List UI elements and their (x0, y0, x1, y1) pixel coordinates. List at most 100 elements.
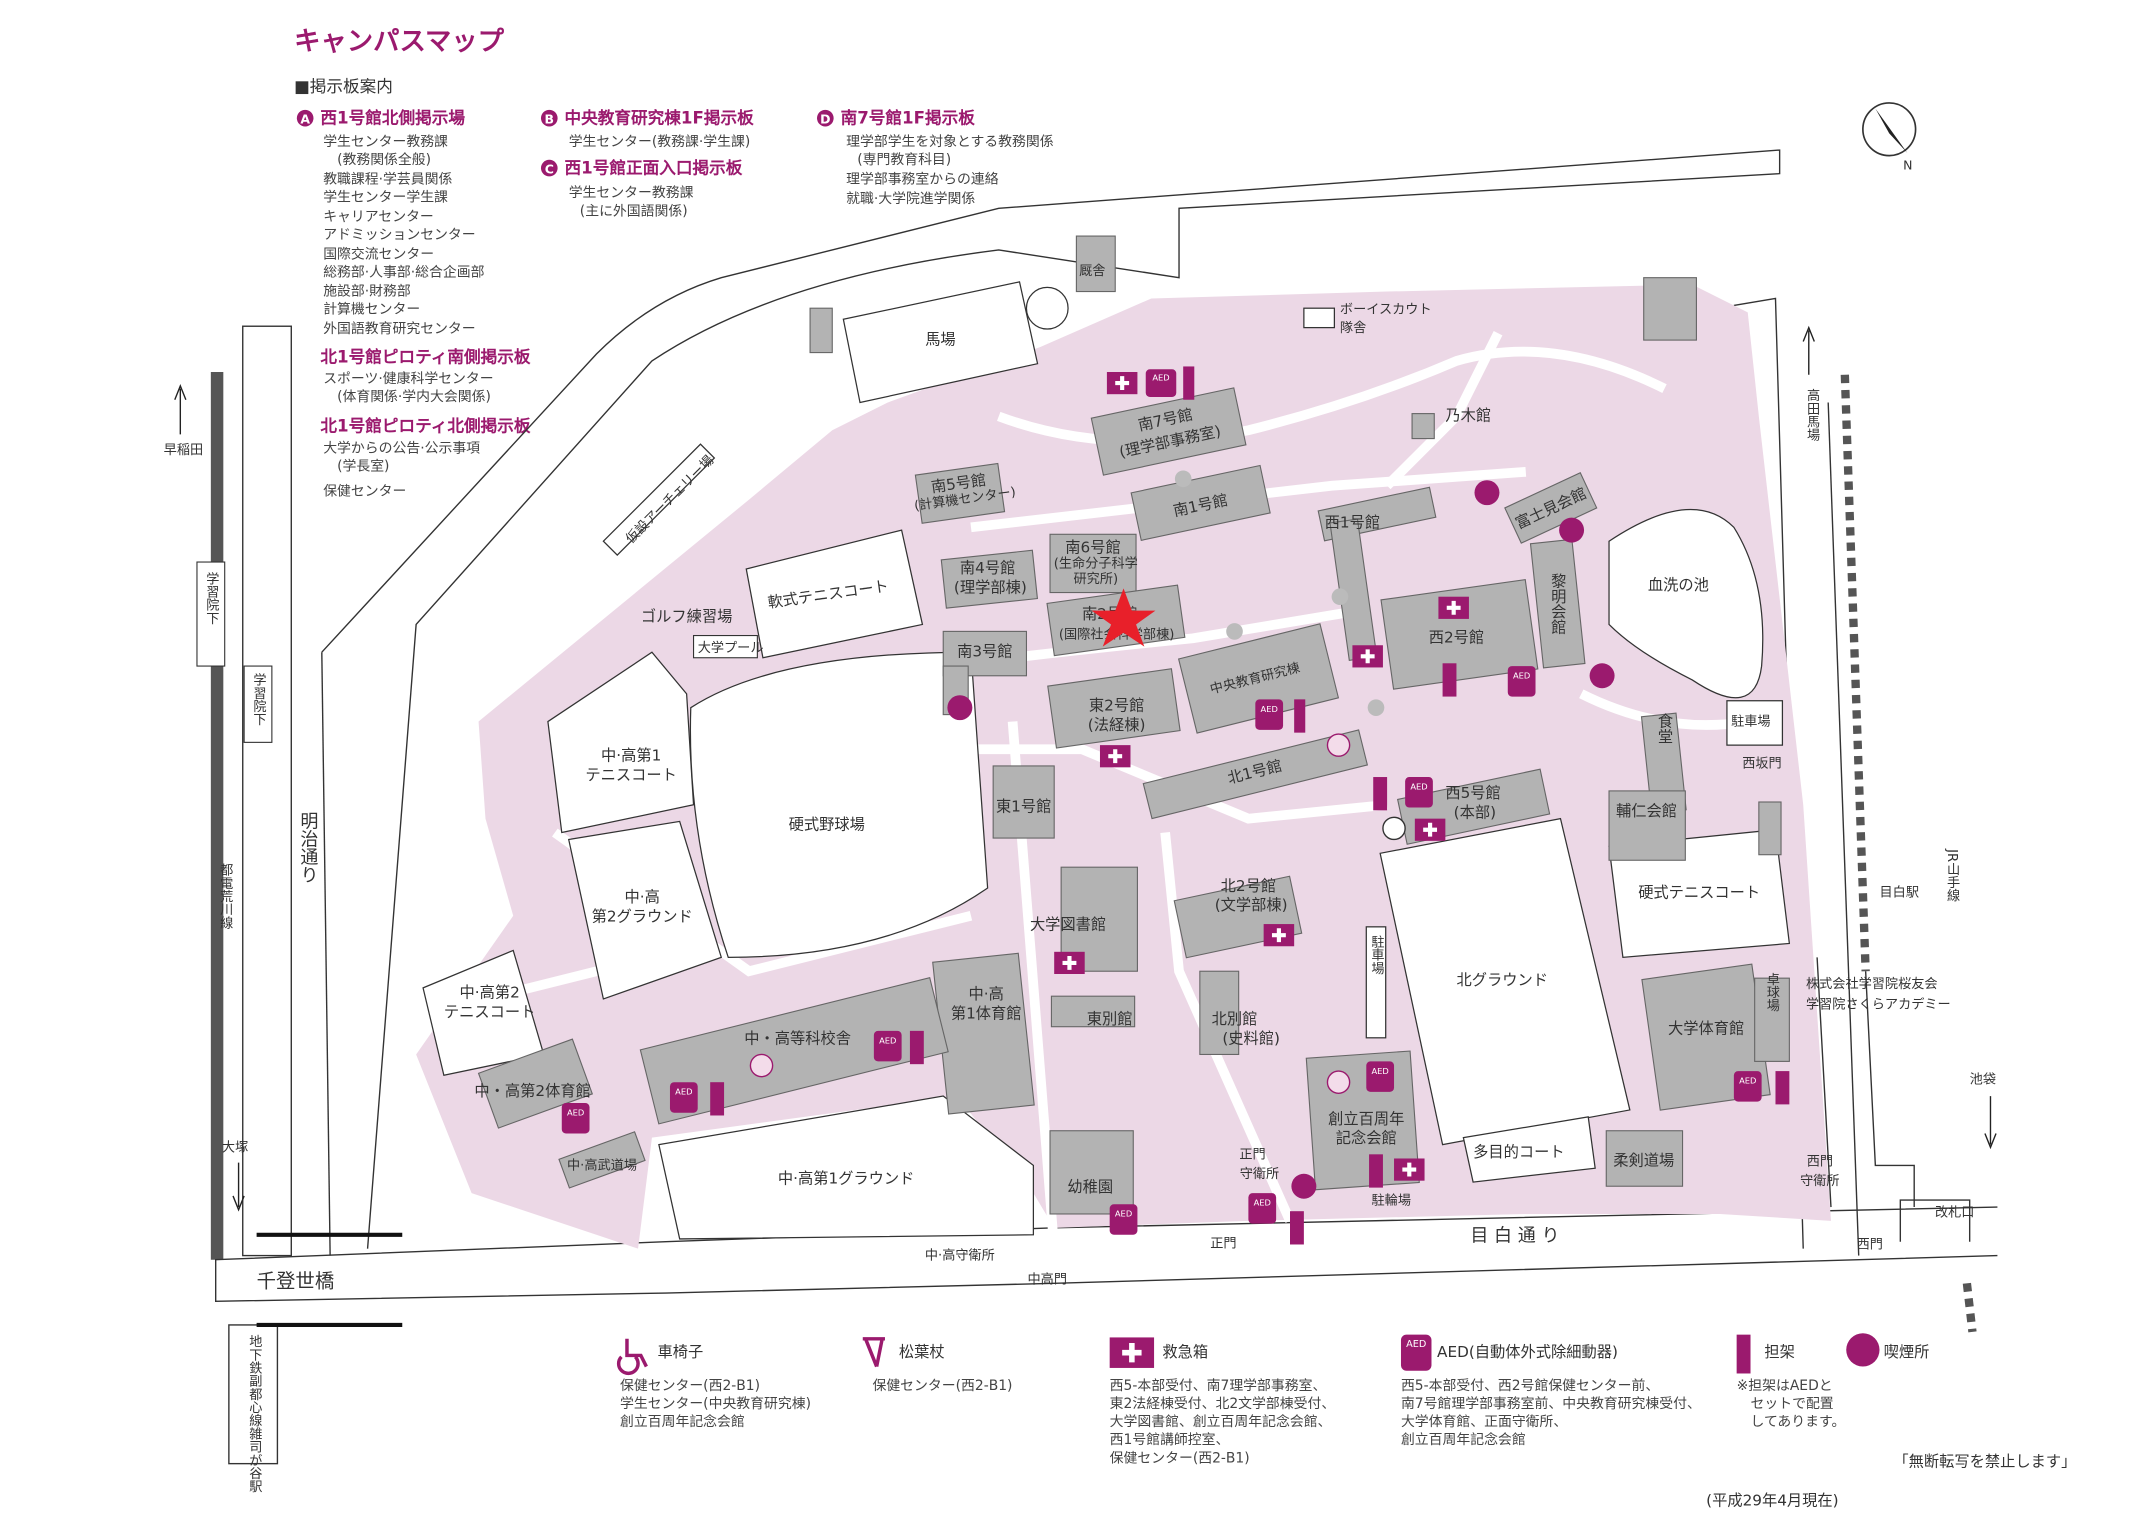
aed-icon: AED (1405, 777, 1433, 808)
label-boyscout: ボーイスカウト (1340, 302, 1432, 318)
label-golf: ゴルフ練習場 (641, 608, 733, 626)
list-item: アドミッションセンター (323, 227, 475, 243)
smoking-icon (1589, 663, 1615, 689)
smoking-icon (1291, 1173, 1317, 1199)
aed-icon: AED (1366, 1061, 1395, 1092)
label-oukakai-2: 学習院さくらアカデミー (1806, 996, 1951, 1013)
copyright-notice: 「無断転写を禁止します」 (1893, 1452, 2076, 1470)
building-takkyu (1754, 977, 1790, 1062)
label-nishizaka: 西坂門 (1742, 755, 1781, 771)
label-centennial-2: 記念会館 (1336, 1129, 1397, 1147)
aed-icon: AED (873, 1030, 902, 1062)
aed-icon: AED (669, 1082, 698, 1113)
building-minami1 (1130, 464, 1271, 542)
stretcher-icon (1290, 1211, 1304, 1245)
aed-icon: AED (1248, 1193, 1277, 1224)
building-kindergarten (1049, 1130, 1134, 1215)
label-minami4-sub: (理学部棟) (954, 579, 1027, 597)
aed-text: AED (1115, 1209, 1132, 1219)
label-library: 大学図書館 (1030, 916, 1106, 934)
label-gakushuinshita: 学習院下 (203, 571, 219, 625)
marker-d-icon (1174, 470, 1192, 488)
building-reimei (1529, 538, 1586, 669)
building-nishi2 (1380, 579, 1539, 690)
badge-b-icon (540, 109, 558, 127)
stretcher-icon (909, 1030, 924, 1065)
aed-text: AED (567, 1107, 584, 1117)
aed-text: AED (1152, 372, 1169, 382)
list-item: 教職課程·学芸員関係 (323, 171, 452, 187)
aed-text: AED (675, 1087, 692, 1097)
hardtennis-court (1608, 829, 1791, 959)
board-a-items: 学生センター教務課 (教務関係全般) 教職課程·学芸員関係 学生センター学生課 … (323, 134, 484, 337)
roads (210, 149, 1998, 1465)
first-aid-icon (1106, 372, 1138, 395)
label-kitaground: 北グラウンド (1456, 971, 1548, 989)
board-a-title: 西1号館北側掲示場 (320, 108, 465, 128)
legend-label: 松葉杖 (899, 1343, 945, 1361)
label-nishi2: 西2号館 (1429, 628, 1484, 646)
toden-line (210, 372, 224, 1260)
aed-text: AED (1410, 782, 1427, 792)
softtennis-court (745, 529, 924, 659)
legend-note: してあります。 (1751, 1414, 1846, 1430)
label-seimon-guard: 正門 (1239, 1147, 1265, 1162)
first-aid-icon (1438, 596, 1469, 619)
crutch-icon (862, 1337, 885, 1368)
building-chuko-gym1 (932, 952, 1035, 1115)
legend-label: 救急箱 (1162, 1343, 1208, 1361)
boards-heading: ■掲示板案内 (294, 77, 393, 96)
board-b-title: 中央教育研究棟1F掲示板 (565, 108, 755, 128)
label-ikebukuro: 池袋 (1970, 1072, 1996, 1088)
list-item: 保健センター (323, 483, 406, 499)
label-kita2: 北2号館 (1221, 877, 1276, 895)
label-kitabekkan-sub: (史料館) (1222, 1029, 1280, 1047)
phone-icon (1326, 733, 1351, 757)
label-baba: 馬場 (925, 330, 955, 348)
list-item: (学長室) (337, 457, 389, 474)
first-aid-icon (1263, 924, 1295, 947)
label-seimon: 正門 (1210, 1236, 1236, 1251)
label-chuko-ground2-2: 第2グラウンド (592, 907, 693, 925)
stretcher-icon (1775, 1071, 1790, 1105)
smoking-icon (1846, 1333, 1880, 1367)
stretcher-icon (1369, 1154, 1383, 1188)
page-title: キャンパスマップ (294, 27, 505, 57)
parking-center (1365, 926, 1387, 1039)
label-chuko-gym1-2: 第1体育館 (951, 1004, 1022, 1022)
board-a: A 西1号館北側掲示場 学生センター教務課 (教務関係全般) 教職課程·学芸員関… (296, 108, 531, 499)
label-takadanobaba: 高田馬場 (1804, 387, 1820, 442)
label-minami6-sub: (生命分子科学 (1054, 555, 1138, 572)
aed-text: AED (1739, 1076, 1756, 1086)
pool (692, 634, 758, 659)
aed-text: AED (879, 1035, 896, 1045)
label-nishimon-guard-2: 守衛所 (1800, 1173, 1839, 1189)
legend-label: 担架 (1764, 1343, 1795, 1361)
legend-note: 南7号館理学部事務室前、中央教育研究棟受付、 (1401, 1395, 1701, 1412)
stretcher-icon (1373, 777, 1388, 811)
first-aid-icon (1099, 745, 1131, 768)
board-b: B 中央教育研究棟1F掲示板 学生センター(教務課·学生課) C 西1号館正面入… (540, 108, 755, 219)
label-kitabekkan: 北別館 (1212, 1010, 1258, 1028)
aed-icon: AED (1733, 1071, 1762, 1102)
fields (422, 281, 1791, 1240)
label-chuko-school: 中・高等科校舎 (744, 1029, 851, 1047)
list-item: キャリアセンター (323, 209, 434, 225)
label-mejiro-dori: 目 白 通 り (1470, 1226, 1559, 1247)
label-seimon-guard-2: 守衛所 (1240, 1166, 1279, 1182)
stretcher-icon (710, 1082, 725, 1116)
list-item: (体育関係·学内大会関係) (337, 389, 491, 405)
legend-note: 西5-本部受付、南7理学部事務室、 (1110, 1377, 1327, 1394)
label-gakushuinshita-2: 学習院下 (250, 673, 266, 727)
baba-field (842, 281, 1039, 404)
legend-note: 大学図書館、創立百周年記念会館、 (1110, 1413, 1332, 1430)
aed-icon: AED (1400, 1334, 1432, 1371)
label-nishi5: 西5号館 (1445, 784, 1500, 802)
list-item: (専門教育科目) (857, 152, 951, 168)
label-nishimon-guard: 西門 (1807, 1154, 1833, 1169)
building-chuko-gym2 (477, 1038, 594, 1129)
building-minami7 (1090, 387, 1247, 476)
legend-label: 喫煙所 (1884, 1343, 1930, 1361)
marker-b-icon (1226, 623, 1243, 640)
